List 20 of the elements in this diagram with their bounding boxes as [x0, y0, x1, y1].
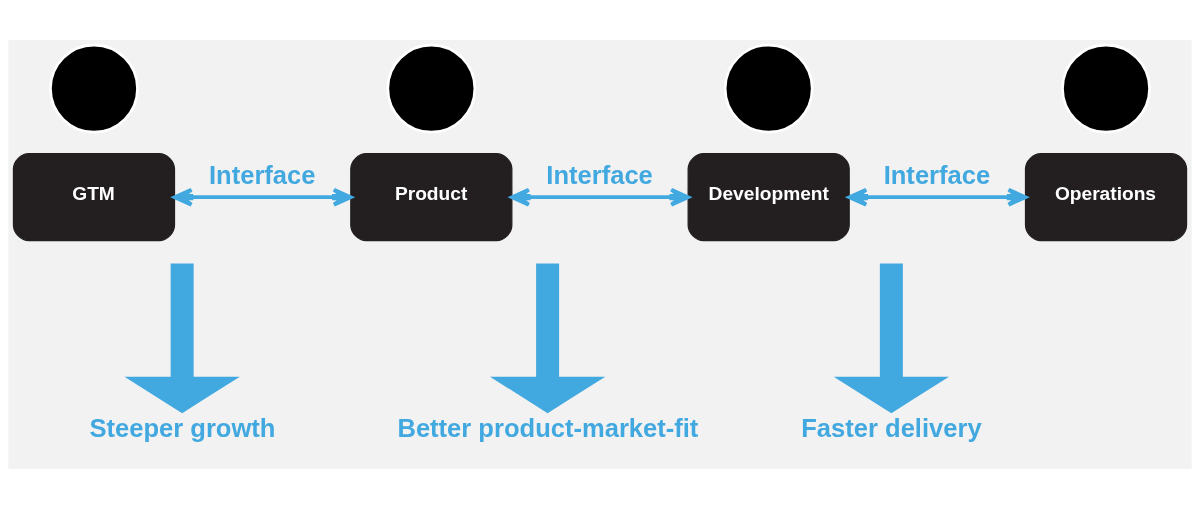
node-box: GTM	[12, 152, 176, 241]
node-box: Operations	[1024, 152, 1188, 241]
arrow	[489, 262, 606, 413]
arrow	[510, 187, 690, 207]
arrow	[172, 187, 353, 207]
arrow	[833, 262, 950, 413]
arrow	[124, 262, 240, 413]
node-circle	[723, 43, 814, 133]
node-text: Faster delivery	[801, 413, 982, 442]
node-text: Steeper growth	[89, 413, 276, 442]
edge-label: Interface	[208, 160, 316, 189]
node-box: Product	[350, 152, 513, 241]
arrow	[847, 187, 1028, 207]
edge-label: Interface	[546, 160, 653, 189]
node-circle	[386, 43, 477, 133]
node-text: Better product-market-fit	[397, 413, 699, 442]
node-circle	[49, 43, 139, 133]
node-box: Development	[687, 152, 850, 241]
node-circle	[1061, 43, 1151, 133]
edge-label: Interface	[883, 160, 991, 189]
